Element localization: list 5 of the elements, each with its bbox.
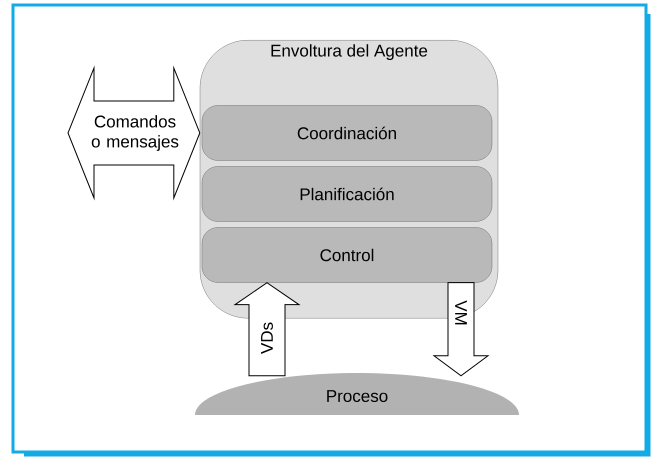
layer-box: Planificación	[202, 166, 492, 222]
layer-box: Coordinación	[202, 105, 492, 161]
layer-box: Control	[202, 227, 492, 283]
edge-label: VDs	[260, 320, 274, 356]
edge-label: Comandos o mensajes	[82, 114, 188, 152]
